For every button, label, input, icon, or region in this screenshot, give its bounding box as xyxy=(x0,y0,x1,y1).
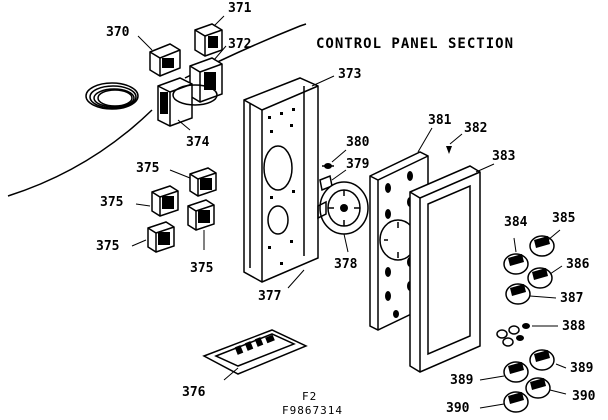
housing-holes xyxy=(268,108,295,265)
part-370-block xyxy=(149,43,181,77)
leader-373 xyxy=(311,75,335,87)
washers-388 xyxy=(496,323,558,347)
leader-375-d xyxy=(131,239,147,247)
label-371: 371 xyxy=(228,1,252,16)
knob-385 xyxy=(529,229,561,257)
label-375-d: 375 xyxy=(96,239,119,254)
thermostat-assembly xyxy=(7,15,307,197)
leader-375-a xyxy=(169,169,191,179)
leader-372 xyxy=(213,45,227,61)
leader-375-b xyxy=(135,203,151,207)
switch-375-a xyxy=(189,167,217,197)
label-378: 378 xyxy=(334,257,358,272)
label-376: 376 xyxy=(182,385,206,400)
label-374: 374 xyxy=(186,135,210,150)
capillary-tube xyxy=(7,109,153,197)
knob-384 xyxy=(503,237,529,275)
label-380: 380 xyxy=(346,135,370,150)
label-382: 382 xyxy=(464,121,487,136)
knob-389-a xyxy=(529,349,567,371)
label-387: 387 xyxy=(560,291,583,306)
label-375-b: 375 xyxy=(100,195,123,210)
leader-377 xyxy=(287,269,305,289)
knob-386 xyxy=(527,265,563,289)
label-381: 381 xyxy=(428,113,452,128)
label-370: 370 xyxy=(106,25,130,40)
label-388: 388 xyxy=(562,319,586,334)
label-373: 373 xyxy=(338,67,361,82)
label-386: 386 xyxy=(566,257,590,272)
footer-drawing-number: F9867314 xyxy=(282,404,343,417)
knob-387 xyxy=(505,283,557,305)
label-383: 383 xyxy=(492,149,515,164)
knob-390-b xyxy=(479,391,529,413)
leader-371 xyxy=(213,15,225,27)
label-389-left: 389 xyxy=(450,373,473,388)
leader-383 xyxy=(475,163,495,173)
label-375-a: 375 xyxy=(136,161,159,176)
diagram-title: CONTROL PANEL SECTION xyxy=(316,36,514,52)
leader-370 xyxy=(137,35,153,51)
screw-382 xyxy=(446,133,463,154)
card-text-marks xyxy=(234,334,275,355)
part-labels: 370 371 372 373 374 375 375 375 375 376 … xyxy=(96,1,596,416)
switch-375-d xyxy=(147,221,175,253)
leader-381 xyxy=(417,127,433,153)
label-372: 372 xyxy=(228,37,251,52)
label-384: 384 xyxy=(504,215,528,230)
timer-dial-378 xyxy=(317,181,369,253)
switch-375-b xyxy=(151,185,179,217)
label-375-c: 375 xyxy=(190,261,213,276)
part-372-body xyxy=(189,57,223,103)
knob-389-b xyxy=(479,361,529,383)
control-panel-housing-373 xyxy=(243,75,335,283)
label-390-right: 390 xyxy=(572,389,596,404)
part-374-bracket xyxy=(157,77,218,127)
part-371-block xyxy=(194,23,223,57)
screw-380 xyxy=(322,149,347,169)
capillary-coil xyxy=(85,82,139,110)
label-377: 377 xyxy=(258,289,281,304)
footer-code: F2 xyxy=(302,390,317,403)
label-379: 379 xyxy=(346,157,369,172)
knobs-group xyxy=(479,229,567,413)
switch-375-c xyxy=(187,199,215,231)
label-390-left: 390 xyxy=(446,401,470,416)
switch-group-375 xyxy=(131,167,217,253)
leader-378 xyxy=(343,233,349,253)
trim-frame-383 xyxy=(409,163,495,373)
label-389-right: 389 xyxy=(570,361,593,376)
leader-374 xyxy=(177,119,191,131)
label-385: 385 xyxy=(552,211,575,226)
instruction-card-376 xyxy=(202,329,308,381)
knob-390-a xyxy=(525,377,567,399)
leader-376 xyxy=(223,367,239,381)
